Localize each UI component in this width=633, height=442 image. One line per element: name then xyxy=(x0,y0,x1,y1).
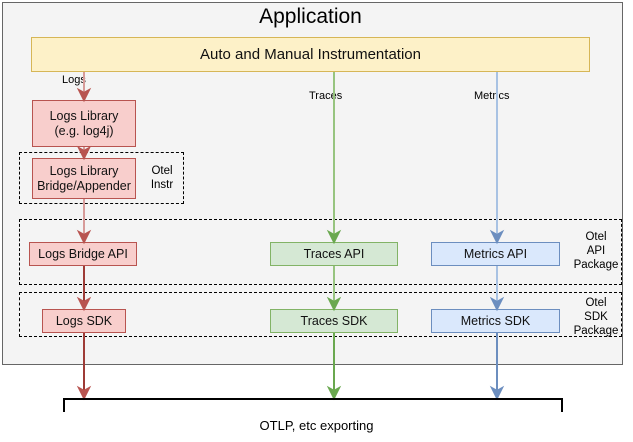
node-metrics-api[interactable]: Metrics API xyxy=(431,242,560,266)
group-otel-sdk-package xyxy=(19,292,622,337)
node-label: Traces SDK xyxy=(300,313,368,328)
edge-label-logs: Logs xyxy=(62,74,86,86)
node-logs-sdk[interactable]: Logs SDK xyxy=(42,309,126,333)
node-traces-sdk[interactable]: Traces SDK xyxy=(270,309,398,333)
group-label-otel-api-package: Otel API Package xyxy=(573,231,619,271)
group-otel-instr xyxy=(19,152,184,204)
group-otel-api-package xyxy=(19,219,622,285)
node-label: Logs SDK xyxy=(55,313,113,328)
node-label-line2: (e.g. log4j) xyxy=(54,123,114,138)
group-label-otel-instr: Otel Instr xyxy=(150,165,174,191)
node-logs-library[interactable]: Logs Library (e.g. log4j) xyxy=(32,100,136,147)
node-label: Logs Bridge API xyxy=(38,246,128,261)
node-label: Auto and Manual Instrumentation xyxy=(200,46,421,63)
node-label-line1: Logs Library xyxy=(49,163,119,178)
node-label: Metrics API xyxy=(463,246,528,261)
node-label: Metrics SDK xyxy=(460,313,531,328)
export-bracket xyxy=(63,398,563,412)
export-label: OTLP, etc exporting xyxy=(259,418,374,433)
node-logs-bridge-api[interactable]: Logs Bridge API xyxy=(29,242,137,266)
node-label-line1: Logs Library xyxy=(49,108,119,123)
node-metrics-sdk[interactable]: Metrics SDK xyxy=(431,309,560,333)
node-label: Traces API xyxy=(303,246,365,261)
edge-label-metrics: Metrics xyxy=(474,90,510,102)
node-logs-library-bridge-appender[interactable]: Logs Library Bridge/Appender xyxy=(32,158,136,199)
group-label-otel-sdk-package: Otel SDK Package xyxy=(573,297,619,337)
page-title: Application xyxy=(259,5,362,28)
node-traces-api[interactable]: Traces API xyxy=(270,242,398,266)
node-auto-manual-instrumentation[interactable]: Auto and Manual Instrumentation xyxy=(31,37,590,72)
node-label-line2: Bridge/Appender xyxy=(37,178,131,193)
edge-label-traces: Traces xyxy=(309,90,343,102)
